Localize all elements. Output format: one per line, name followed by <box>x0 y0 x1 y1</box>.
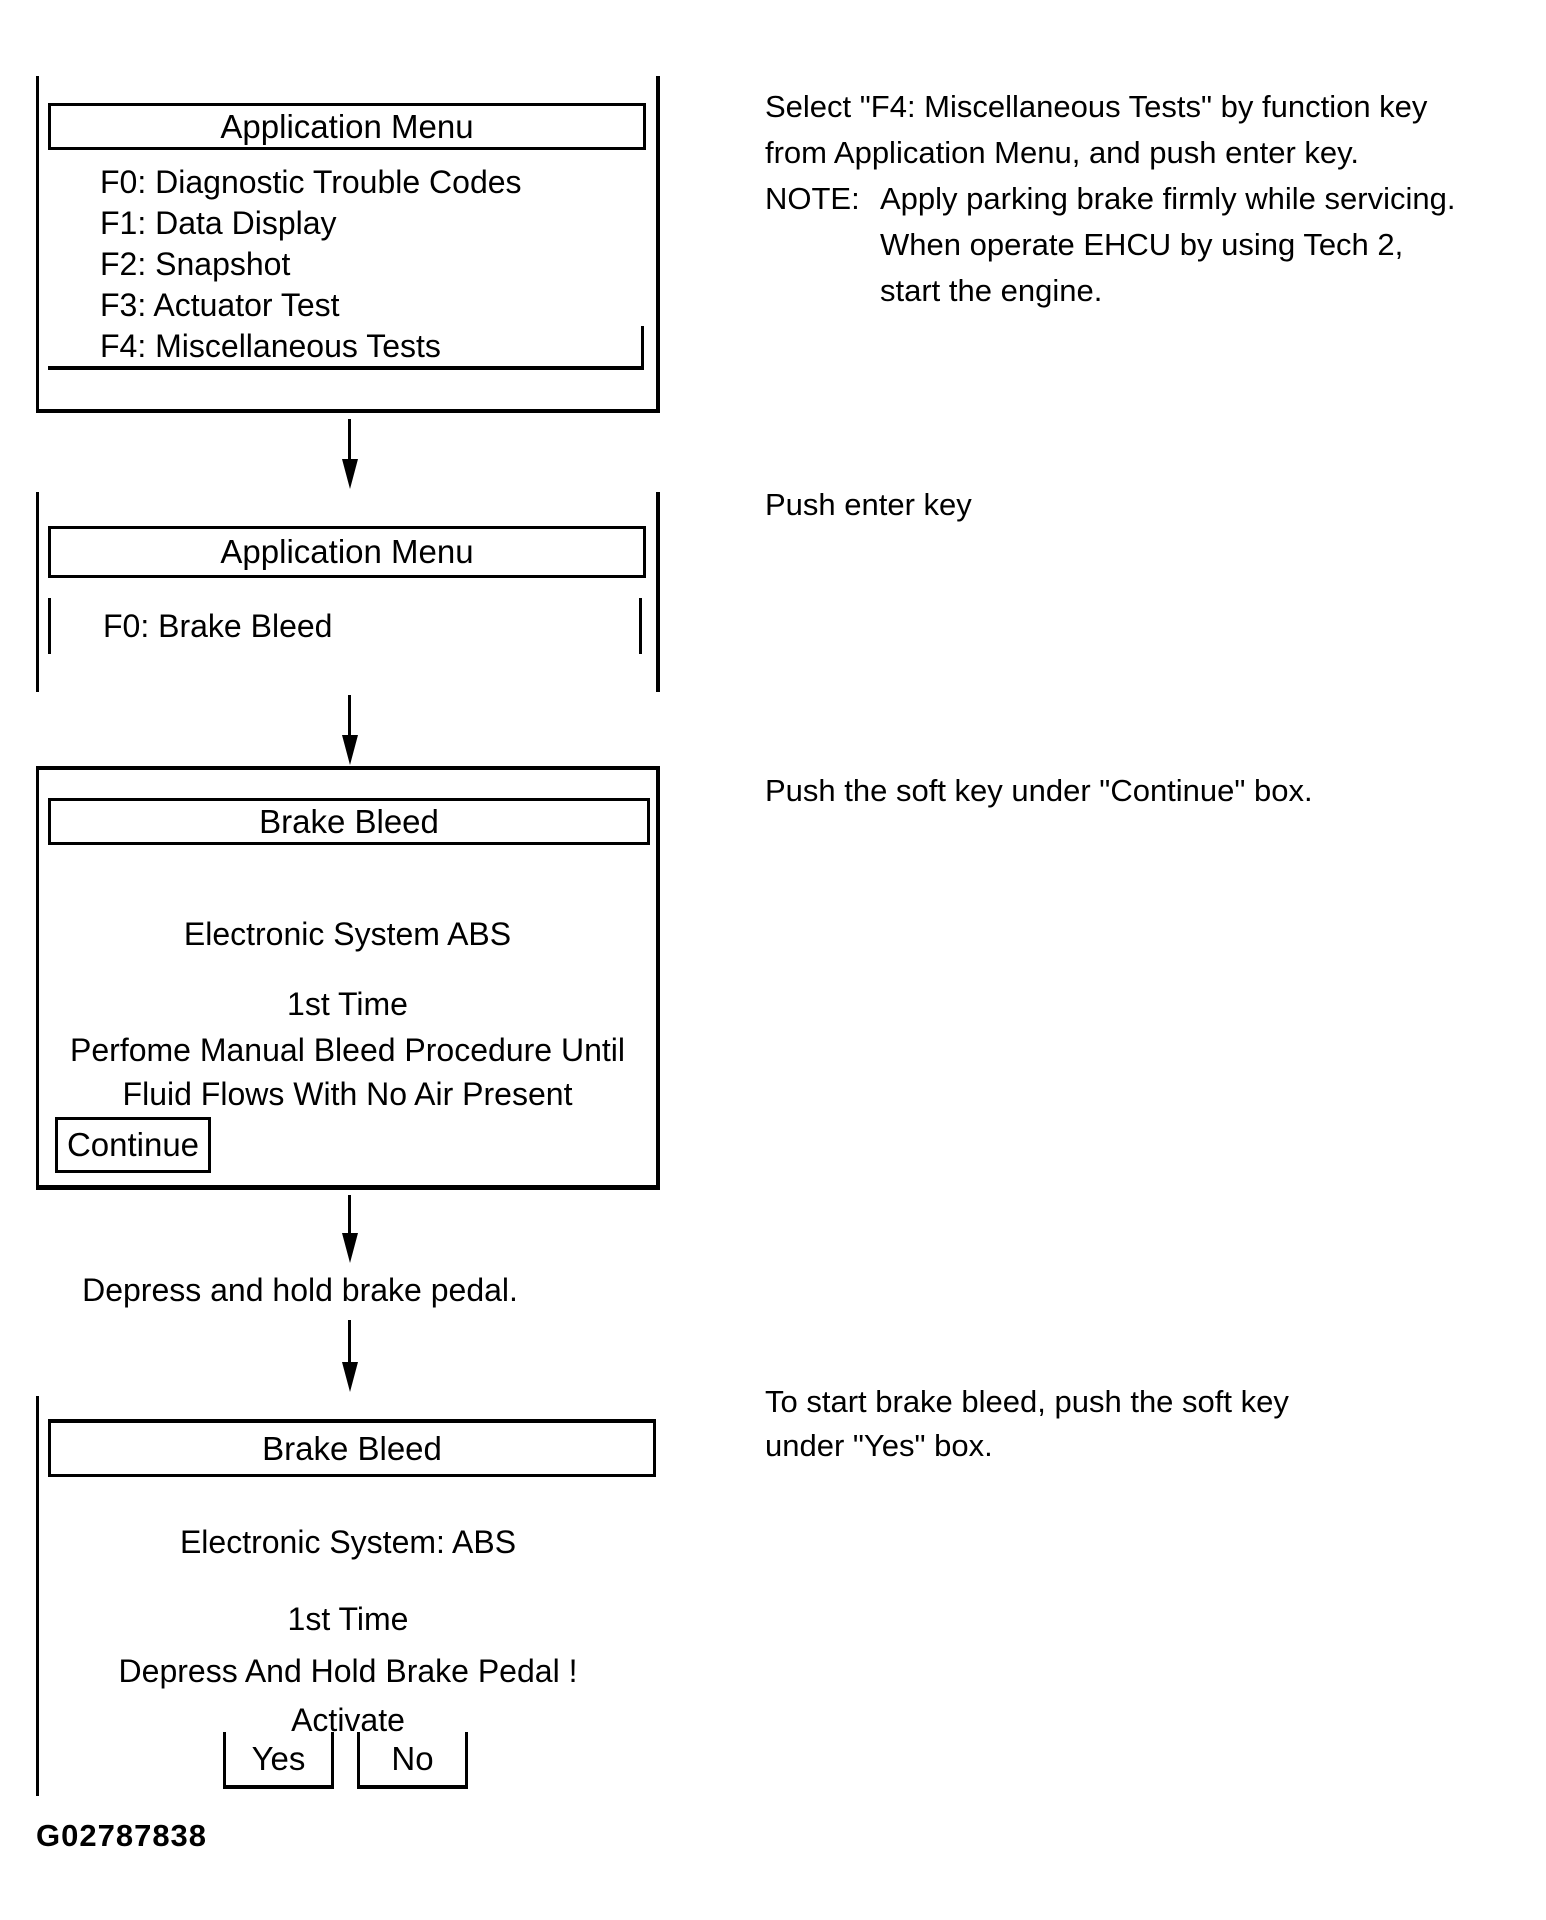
flow-arrow-down <box>341 695 358 765</box>
screen4-left-rule <box>36 1396 39 1796</box>
screen1-title: Application Menu <box>48 103 646 150</box>
menu-item-f0: F0: Diagnostic Trouble Codes <box>100 164 522 200</box>
flow-arrow-down <box>341 1320 358 1392</box>
note-line: start the engine. <box>880 273 1103 308</box>
screen3-line-electronic-system: Electronic System ABS <box>183 916 512 952</box>
screen1-application-menu-box: Application Menu F0: Diagnostic Trouble … <box>36 76 660 413</box>
menu-item-f3: F3: Actuator Test <box>100 287 340 323</box>
instruction-select-f4: Select "F4: Miscellaneous Tests" by func… <box>765 84 1525 314</box>
instruction-line: Select "F4: Miscellaneous Tests" by func… <box>765 89 1428 124</box>
menu-item-f4-selected: F4: Miscellaneous Tests <box>48 326 644 370</box>
note-label: NOTE: <box>765 181 860 216</box>
screen4-title: Brake Bleed <box>48 1419 656 1477</box>
screen1-menu-list: F0: Diagnostic Trouble Codes F1: Data Di… <box>48 162 644 370</box>
menu-item-f2: F2: Snapshot <box>100 246 291 282</box>
instruction-line: from Application Menu, and push enter ke… <box>765 135 1359 170</box>
no-soft-key: No <box>357 1732 468 1789</box>
screen2-title: Application Menu <box>48 526 646 578</box>
instruction-push-enter: Push enter key <box>765 482 1525 528</box>
flow-arrow-down <box>341 419 358 489</box>
note-line: When operate EHCU by using Tech 2, <box>880 227 1404 262</box>
screen4-line-1st-time: 1st Time <box>287 1601 409 1637</box>
screen3-title: Brake Bleed <box>48 798 650 845</box>
between-step-note: Depress and hold brake pedal. <box>82 1272 518 1308</box>
continue-soft-key: Continue <box>55 1117 211 1173</box>
figure-id-label: G02787838 <box>36 1818 208 1853</box>
menu-item-f0-brake-bleed: F0: Brake Bleed <box>48 598 642 654</box>
menu-item-f1: F1: Data Display <box>100 205 337 241</box>
screen4-line-electronic-system: Electronic System: ABS <box>179 1524 517 1560</box>
screen3-line-1st-time: 1st Time <box>287 986 408 1022</box>
flow-arrow-down <box>341 1195 358 1263</box>
instruction-line: Push the soft key under "Continue" box. <box>765 773 1313 808</box>
yes-soft-key: Yes <box>223 1732 334 1789</box>
instruction-push-continue: Push the soft key under "Continue" box. <box>765 768 1525 814</box>
screen3-brake-bleed-box: Brake Bleed Electronic System ABS 1st Ti… <box>36 766 660 1190</box>
note-line: Apply parking brake firmly while servici… <box>880 181 1456 216</box>
instruction-line: Push enter key <box>765 487 972 522</box>
screen4-line-depress-hold: Depress And Hold Brake Pedal ! <box>118 1653 578 1689</box>
screen3-line-fluid-flows: Fluid Flows With No Air Present <box>122 1076 573 1112</box>
screen3-line-perform-bleed: Perfome Manual Bleed Procedure Until <box>70 1032 625 1068</box>
instruction-push-yes: To start brake bleed, push the soft key … <box>765 1380 1525 1468</box>
screen4-line-activate: Activate <box>291 1702 405 1738</box>
instruction-line: under "Yes" box. <box>765 1428 993 1463</box>
note-row: NOTE: Apply parking brake firmly while s… <box>765 176 1525 222</box>
screen2-application-menu-box: Application Menu F0: Brake Bleed <box>36 492 660 692</box>
instruction-line: To start brake bleed, push the soft key <box>765 1384 1289 1419</box>
